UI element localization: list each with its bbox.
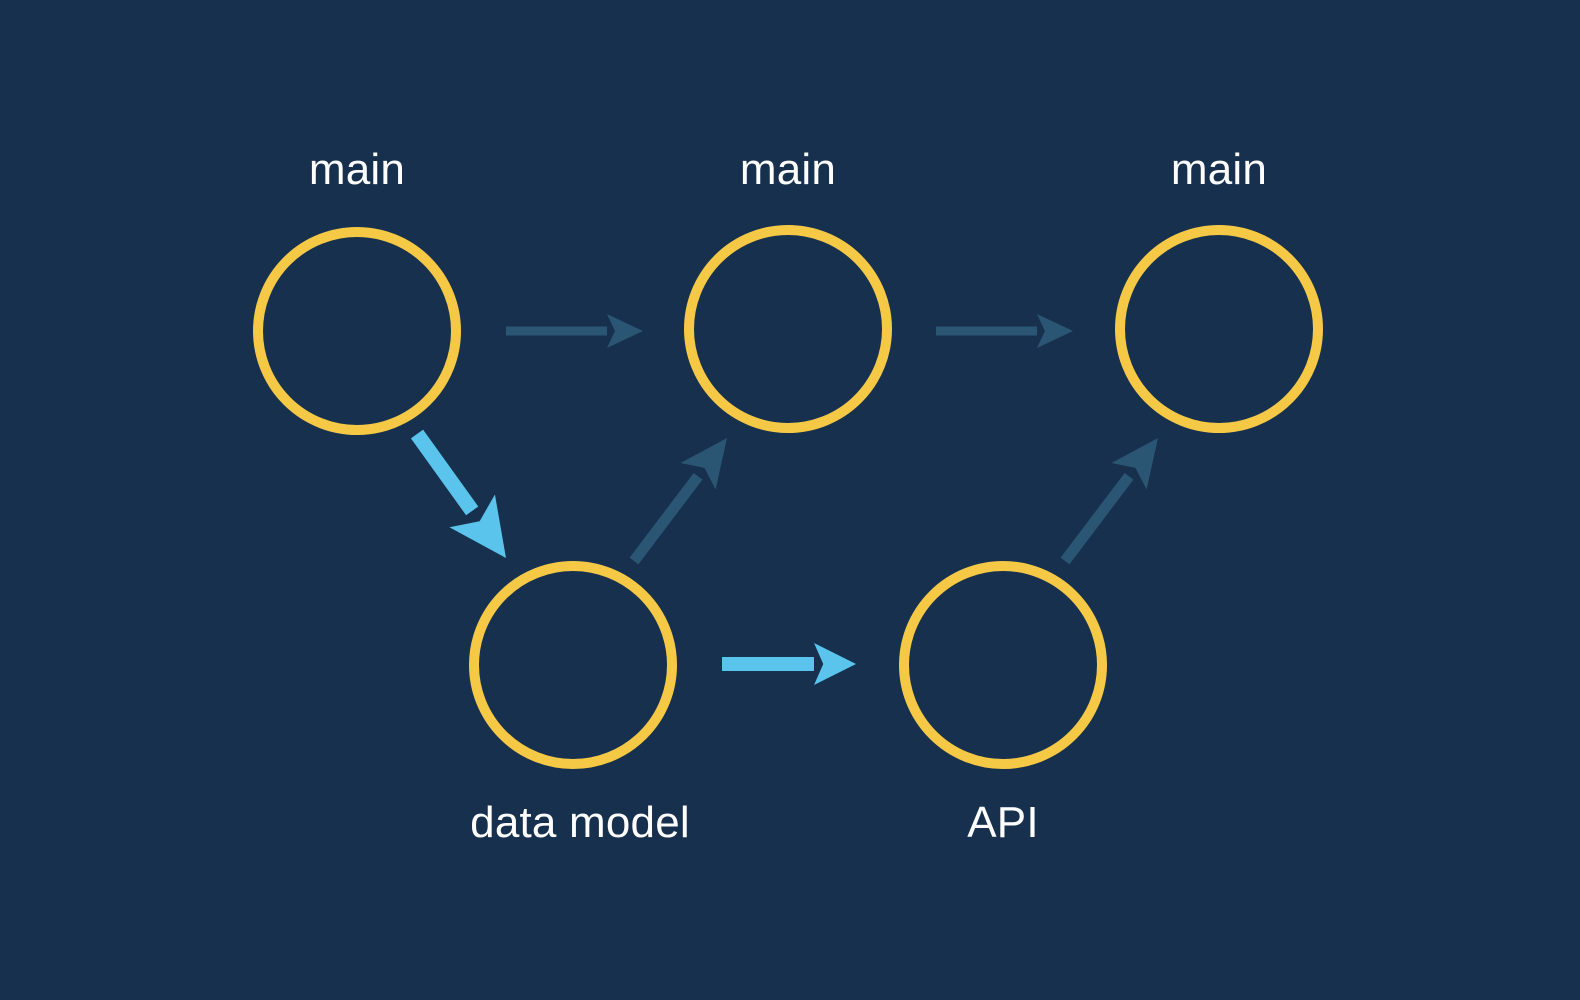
- node-label-main-2: main: [739, 145, 837, 194]
- arrowhead-icon: [814, 643, 856, 685]
- edges-layer: [410, 314, 1158, 685]
- node-label-main-1: main: [308, 145, 406, 194]
- edge-main1-main2[interactable]: [506, 314, 643, 348]
- edge-shaft: [629, 472, 703, 565]
- node-circle-data-model[interactable]: [469, 561, 677, 769]
- node-circle-main-2[interactable]: [684, 225, 892, 433]
- arrowhead-icon: [449, 494, 506, 558]
- edge-main2-main3[interactable]: [936, 314, 1073, 348]
- edge-datamodel-api[interactable]: [722, 643, 856, 685]
- node-label-data-model: data model: [470, 798, 690, 847]
- arrowhead-icon: [607, 314, 643, 348]
- edge-shaft: [1060, 472, 1134, 565]
- node-label-main-3: main: [1170, 145, 1268, 194]
- arrowhead-icon: [1111, 438, 1158, 490]
- node-circle-main-1[interactable]: [253, 227, 461, 435]
- node-circle-main-3[interactable]: [1115, 225, 1323, 433]
- arrowhead-icon: [1037, 314, 1073, 348]
- edge-shaft: [410, 429, 479, 516]
- edge-api-main3[interactable]: [1060, 438, 1158, 565]
- edge-datamodel-main2[interactable]: [629, 438, 727, 565]
- edge-main1-datamodel[interactable]: [410, 429, 506, 558]
- nodes-layer: [253, 225, 1323, 769]
- arrowhead-icon: [680, 438, 727, 490]
- node-label-api: API: [967, 798, 1039, 847]
- node-circle-api[interactable]: [899, 561, 1107, 769]
